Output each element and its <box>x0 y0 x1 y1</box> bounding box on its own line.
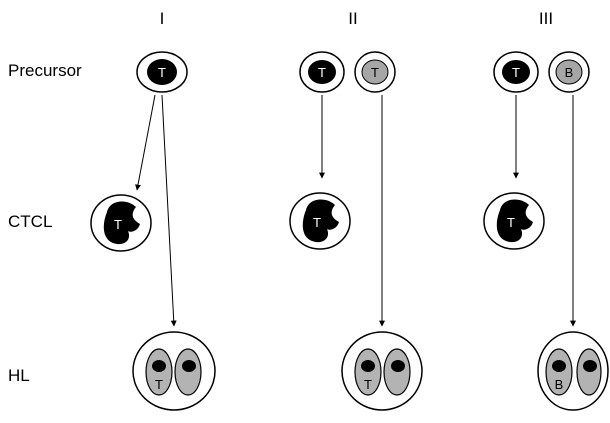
col3-ctcl-letter: T <box>507 215 515 230</box>
col2-precursor-cell-t-light: T <box>354 51 396 93</box>
col3-ctcl-cell: T <box>483 192 545 250</box>
col2-precursor-cell-t: T <box>299 51 345 93</box>
col1-ctcl-letter: T <box>114 217 122 232</box>
col3-hl-letter: B <box>555 377 564 392</box>
col1-precursor-cell: T <box>136 51 188 93</box>
col1-precursor-letter: T <box>158 65 166 80</box>
col1-arrow-to-ctcl <box>135 94 156 191</box>
col3-hl-cell: B <box>537 331 609 411</box>
row-label-hl: HL <box>8 366 30 385</box>
column-label-ii: II <box>348 9 357 28</box>
col2-ctcl-letter: T <box>313 215 321 230</box>
row-label-precursor: Precursor <box>8 61 82 80</box>
col3-precursor-cell-b: B <box>548 51 590 93</box>
column-label-i: I <box>160 9 165 28</box>
col1-arrow-to-hl <box>161 94 177 327</box>
col2-precursor-letter-a: T <box>318 65 326 80</box>
col2-precursor-letter-b: T <box>371 65 379 80</box>
row-label-ctcl: CTCL <box>8 212 52 231</box>
col2-ctcl-cell: T <box>289 192 351 250</box>
column-label-iii: III <box>539 9 553 28</box>
col3-precursor-letter-b: B <box>565 65 574 80</box>
col3-precursor-cell-t: T <box>493 51 539 93</box>
col2-hl-letter: T <box>364 377 372 392</box>
col1-ctcl-cell: T <box>90 194 152 252</box>
col1-hl-letter: T <box>155 377 163 392</box>
col3-precursor-letter-a: T <box>512 65 520 80</box>
col1-hl-cell: T <box>132 331 216 411</box>
col2-hl-cell: T <box>341 331 423 411</box>
